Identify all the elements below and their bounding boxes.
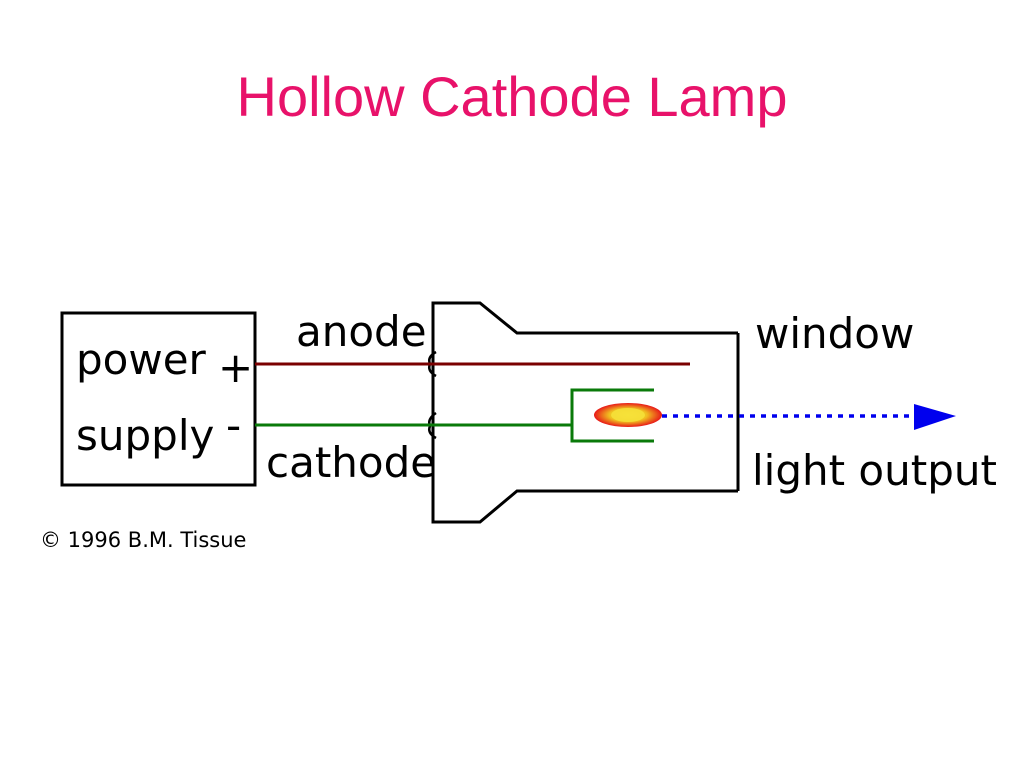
power-supply-label-line1: power: [76, 335, 207, 384]
glow-discharge-core: [611, 408, 645, 422]
cathode-label: cathode: [266, 438, 436, 487]
power-supply-box: [60, 311, 257, 487]
minus-terminal-sign: -: [226, 401, 241, 450]
lamp-envelope: [431, 301, 738, 524]
plus-terminal-sign: +: [218, 343, 253, 392]
slide-title: Hollow Cathode Lamp: [236, 65, 788, 128]
power-supply-label-line2: supply: [76, 411, 214, 460]
window-label: window: [755, 309, 914, 358]
light-output-label: light output: [752, 446, 997, 495]
copyright-notice: © 1996 B.M. Tissue: [40, 528, 246, 552]
hollow-cathode-cup: [570, 388, 654, 443]
anode-label: anode: [296, 307, 427, 356]
light-output-arrowhead: [914, 404, 956, 430]
